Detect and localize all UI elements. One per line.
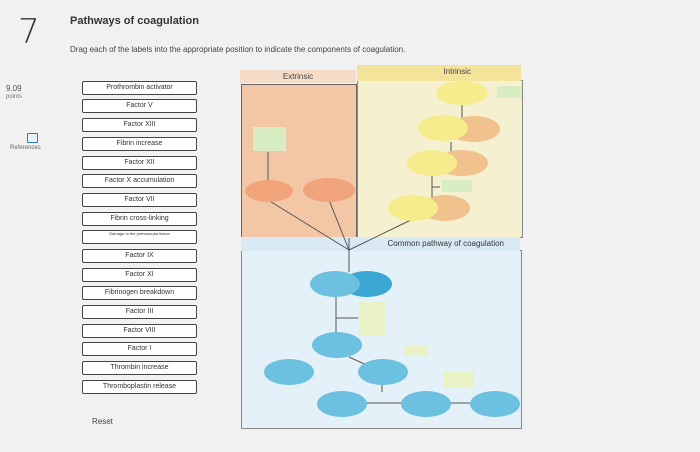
label-thromboplastin-release[interactable]: Thromboplastin release xyxy=(82,380,197,394)
label-factor-iii[interactable]: Factor III xyxy=(82,305,197,319)
dropzone-intrinsic-oval-2a[interactable] xyxy=(418,115,468,141)
label-factor-vii[interactable]: Factor VII xyxy=(82,193,197,207)
label-fibrin-cross-linking[interactable]: Fibrin cross-linking xyxy=(82,212,197,226)
reset-button[interactable]: Reset xyxy=(92,417,113,426)
dropzone-common-box-3[interactable] xyxy=(444,372,474,388)
label-fibrin-increase[interactable]: Fibrin increase xyxy=(82,137,197,151)
dropzone-common-box-1[interactable] xyxy=(359,302,385,336)
label-factor-xii[interactable]: Factor XII xyxy=(82,156,197,170)
dropzone-common-oval-4[interactable] xyxy=(358,359,408,385)
dropzone-extrinsic-oval-left[interactable] xyxy=(245,180,293,202)
dropzone-common-oval-2[interactable] xyxy=(312,332,362,358)
label-factor-xiii[interactable]: Factor XIII xyxy=(82,118,197,132)
label-factor-v[interactable]: Factor V xyxy=(82,99,197,113)
label-fibrinogen-breakdown[interactable]: Fibrinogen breakdown xyxy=(82,286,197,300)
dropzone-common-oval-1a[interactable] xyxy=(310,271,360,297)
points-value: 9.09 xyxy=(6,84,22,93)
references-link[interactable]: References xyxy=(10,145,41,151)
dropzone-intrinsic-oval-4a[interactable] xyxy=(388,195,438,221)
intrinsic-header: Intrinsic xyxy=(357,65,521,81)
extrinsic-header: Extrinsic xyxy=(240,70,356,83)
label-thrombin-increase[interactable]: Thrombin increase xyxy=(82,361,197,375)
references-icon[interactable] xyxy=(27,133,38,143)
label-factor-xi[interactable]: Factor XI xyxy=(82,268,197,282)
points-label: points xyxy=(6,94,23,100)
extrinsic-pathway-area xyxy=(241,84,357,240)
dropzone-common-oval-6[interactable] xyxy=(401,391,451,417)
label-factor-x-accumulation[interactable]: Factor X accumulation xyxy=(82,174,197,188)
dropzone-intrinsic-box-2[interactable] xyxy=(442,180,472,192)
dropzone-extrinsic-oval-right[interactable] xyxy=(303,178,355,202)
dropzone-extrinsic-box[interactable] xyxy=(253,127,286,151)
question-title: Pathways of coagulation xyxy=(70,15,199,27)
dropzone-intrinsic-box-1[interactable] xyxy=(497,86,522,98)
question-instruction: Drag each of the labels into the appropr… xyxy=(70,45,406,54)
label-damage-perivascular-tissue[interactable]: Damage to the perivascular tissue xyxy=(82,230,197,244)
label-factor-i[interactable]: Factor I xyxy=(82,342,197,356)
question-number: 7 xyxy=(18,12,40,52)
dropzone-common-box-2[interactable] xyxy=(404,346,428,356)
common-pathway-header: Common pathway of coagulation xyxy=(241,237,520,251)
dropzone-intrinsic-oval-1[interactable] xyxy=(436,81,488,105)
dropzone-common-oval-7[interactable] xyxy=(470,391,520,417)
dropzone-intrinsic-oval-3a[interactable] xyxy=(407,150,457,176)
label-factor-viii[interactable]: Factor VIII xyxy=(82,324,197,338)
label-factor-ix[interactable]: Factor IX xyxy=(82,249,197,263)
dropzone-common-oval-3[interactable] xyxy=(264,359,314,385)
label-prothrombin-activator[interactable]: Prothrombin activator xyxy=(82,81,197,95)
dropzone-common-oval-5[interactable] xyxy=(317,391,367,417)
